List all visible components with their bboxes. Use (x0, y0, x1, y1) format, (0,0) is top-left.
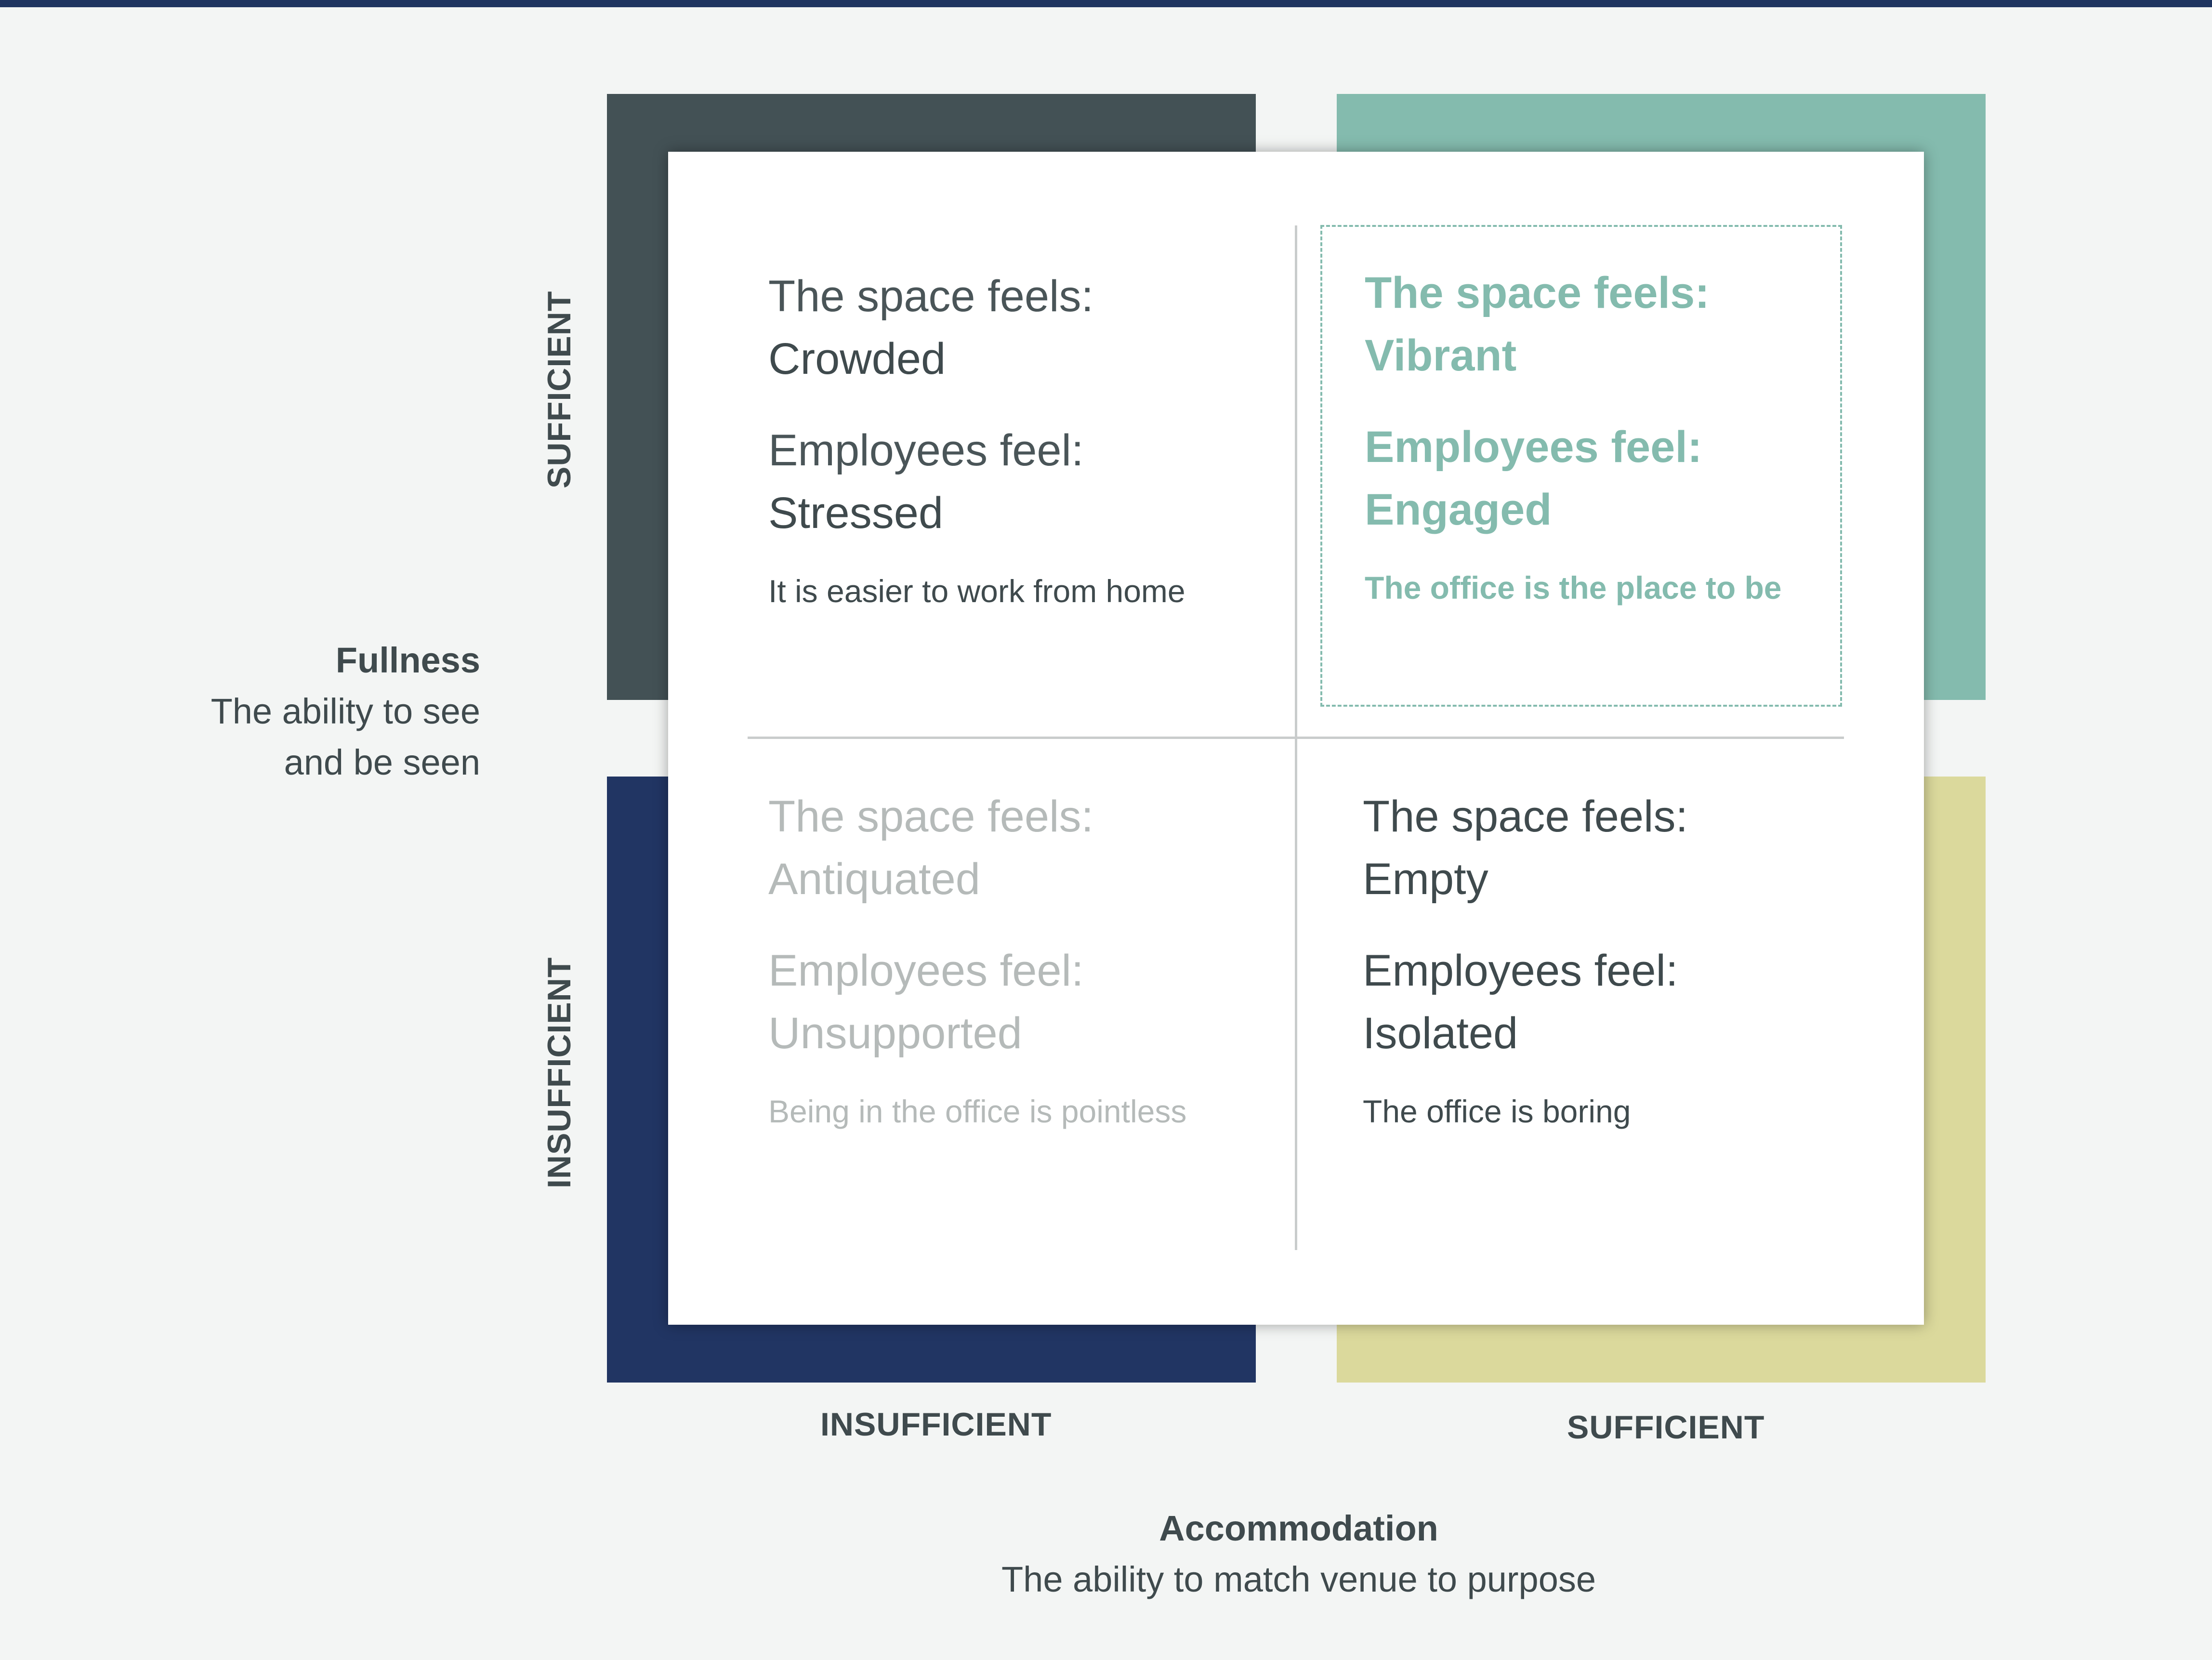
y-axis-subtitle-line2: and be seen (284, 742, 480, 782)
space-label: The space feels: (1365, 268, 1710, 317)
y-axis-title-block: Fullness The ability to see and be seen (211, 635, 480, 788)
x-axis-title-block: Accommodation The ability to match venue… (817, 1503, 1780, 1605)
employee-value: Unsupported (768, 1009, 1022, 1058)
quadrant-caption: Being in the office is pointless (768, 1093, 1187, 1129)
quadrant-text-top-right: The space feels: Vibrant Employees feel:… (1365, 262, 1846, 609)
x-axis-tick-insufficient: INSUFFICIENT (820, 1406, 1052, 1443)
quadrant-caption: The office is the place to be (1365, 570, 1782, 606)
horizontal-divider (748, 737, 1844, 739)
employee-label: Employees feel: (1363, 946, 1678, 995)
employee-value: Engaged (1365, 485, 1552, 534)
y-axis-tick-insufficient: INSUFFICIENT (541, 957, 578, 1188)
highlight-dashed-box (1320, 225, 1842, 707)
employee-label: Employees feel: (768, 946, 1084, 995)
y-axis-title: Fullness (335, 640, 480, 680)
space-label: The space feels: (1363, 792, 1688, 841)
quadrant-text-bottom-left: The space feels: Antiquated Employees fe… (768, 785, 1250, 1133)
x-axis-tick-sufficient: SUFFICIENT (1567, 1409, 1765, 1446)
employee-value: Stressed (768, 488, 944, 538)
y-axis-subtitle-line1: The ability to see (211, 691, 480, 731)
quadrant-caption: The office is boring (1363, 1093, 1631, 1129)
space-label: The space feels: (768, 792, 1094, 841)
quadrant-text-bottom-right: The space feels: Empty Employees feel: I… (1363, 785, 1844, 1133)
top-rule (0, 0, 2212, 7)
space-label: The space feels: (768, 272, 1094, 321)
employee-value: Isolated (1363, 1009, 1518, 1058)
space-value: Crowded (768, 334, 946, 383)
y-axis-tick-sufficient: SUFFICIENT (541, 290, 578, 488)
employee-label: Employees feel: (1365, 422, 1702, 472)
x-axis-title: Accommodation (1159, 1508, 1438, 1548)
space-value: Empty (1363, 855, 1488, 904)
space-value: Antiquated (768, 855, 980, 904)
space-value: Vibrant (1365, 331, 1517, 380)
quadrant-caption: It is easier to work from home (768, 573, 1185, 609)
quadrant-text-top-left: The space feels: Crowded Employees feel:… (768, 265, 1250, 613)
x-axis-subtitle: The ability to match venue to purpose (1001, 1559, 1596, 1599)
employee-label: Employees feel: (768, 426, 1084, 475)
